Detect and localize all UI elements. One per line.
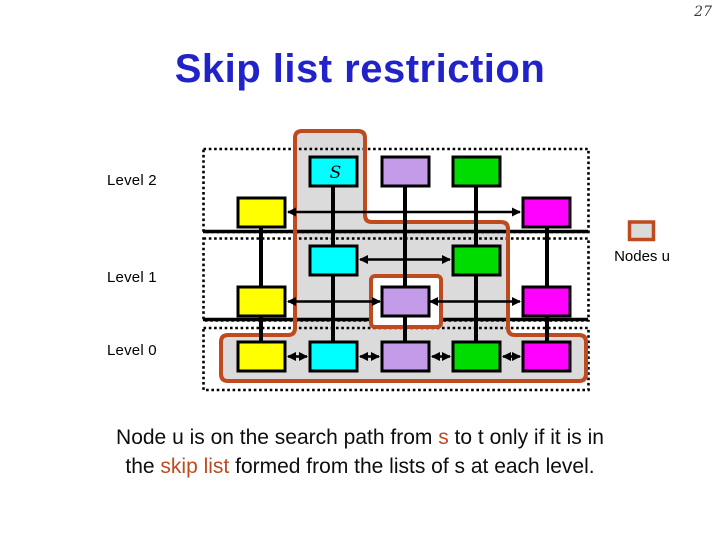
level-label-1: Level 1 xyxy=(107,269,157,286)
node-magenta-level2 xyxy=(521,196,572,229)
node-magenta-level1 xyxy=(521,285,572,318)
level-region-2 xyxy=(202,147,590,234)
legend-swatch xyxy=(627,220,656,242)
node-green-level2 xyxy=(451,155,502,188)
level-label-2: Level 2 xyxy=(107,172,157,189)
node-cyan-level0 xyxy=(308,340,359,373)
caption-segment-accent-s: s xyxy=(438,426,449,449)
node-cyan-level2 xyxy=(308,155,359,188)
caption: Node u is on the search path from s to t… xyxy=(0,423,720,481)
legend-label: Nodes u xyxy=(614,248,670,265)
node-yellow-level0 xyxy=(236,340,287,373)
caption-line-2: the skip list formed from the lists of s… xyxy=(0,452,720,481)
caption-segment: Node u is on the search path from xyxy=(116,426,439,449)
node-green-level0 xyxy=(451,340,502,373)
node-lavender-level2 xyxy=(380,155,431,188)
slide-title: Skip list restriction xyxy=(174,47,546,91)
node-s-label: S xyxy=(330,163,342,183)
caption-segment: formed from the lists of s at each level… xyxy=(229,455,595,478)
node-green-level1 xyxy=(451,244,502,277)
node-cyan-level1 xyxy=(308,244,359,277)
caption-line-1: Node u is on the search path from s to t… xyxy=(0,423,720,452)
node-yellow-level1 xyxy=(236,285,287,318)
nodes-layer: S xyxy=(236,155,572,373)
page-number: 27 xyxy=(694,4,712,20)
caption-segment-accent-skip-list: skip list xyxy=(160,455,230,478)
node-yellow-level2 xyxy=(236,196,287,229)
list-arrows xyxy=(287,207,521,361)
caption-segment: the xyxy=(125,455,161,478)
search-path-outline xyxy=(219,129,588,383)
level-label-0: Level 0 xyxy=(107,342,157,359)
node-lavender-level0 xyxy=(380,340,431,373)
node-magenta-level0 xyxy=(521,340,572,373)
node-lavender-level1 xyxy=(380,285,431,318)
caption-segment: to t only if it is in xyxy=(448,426,604,449)
